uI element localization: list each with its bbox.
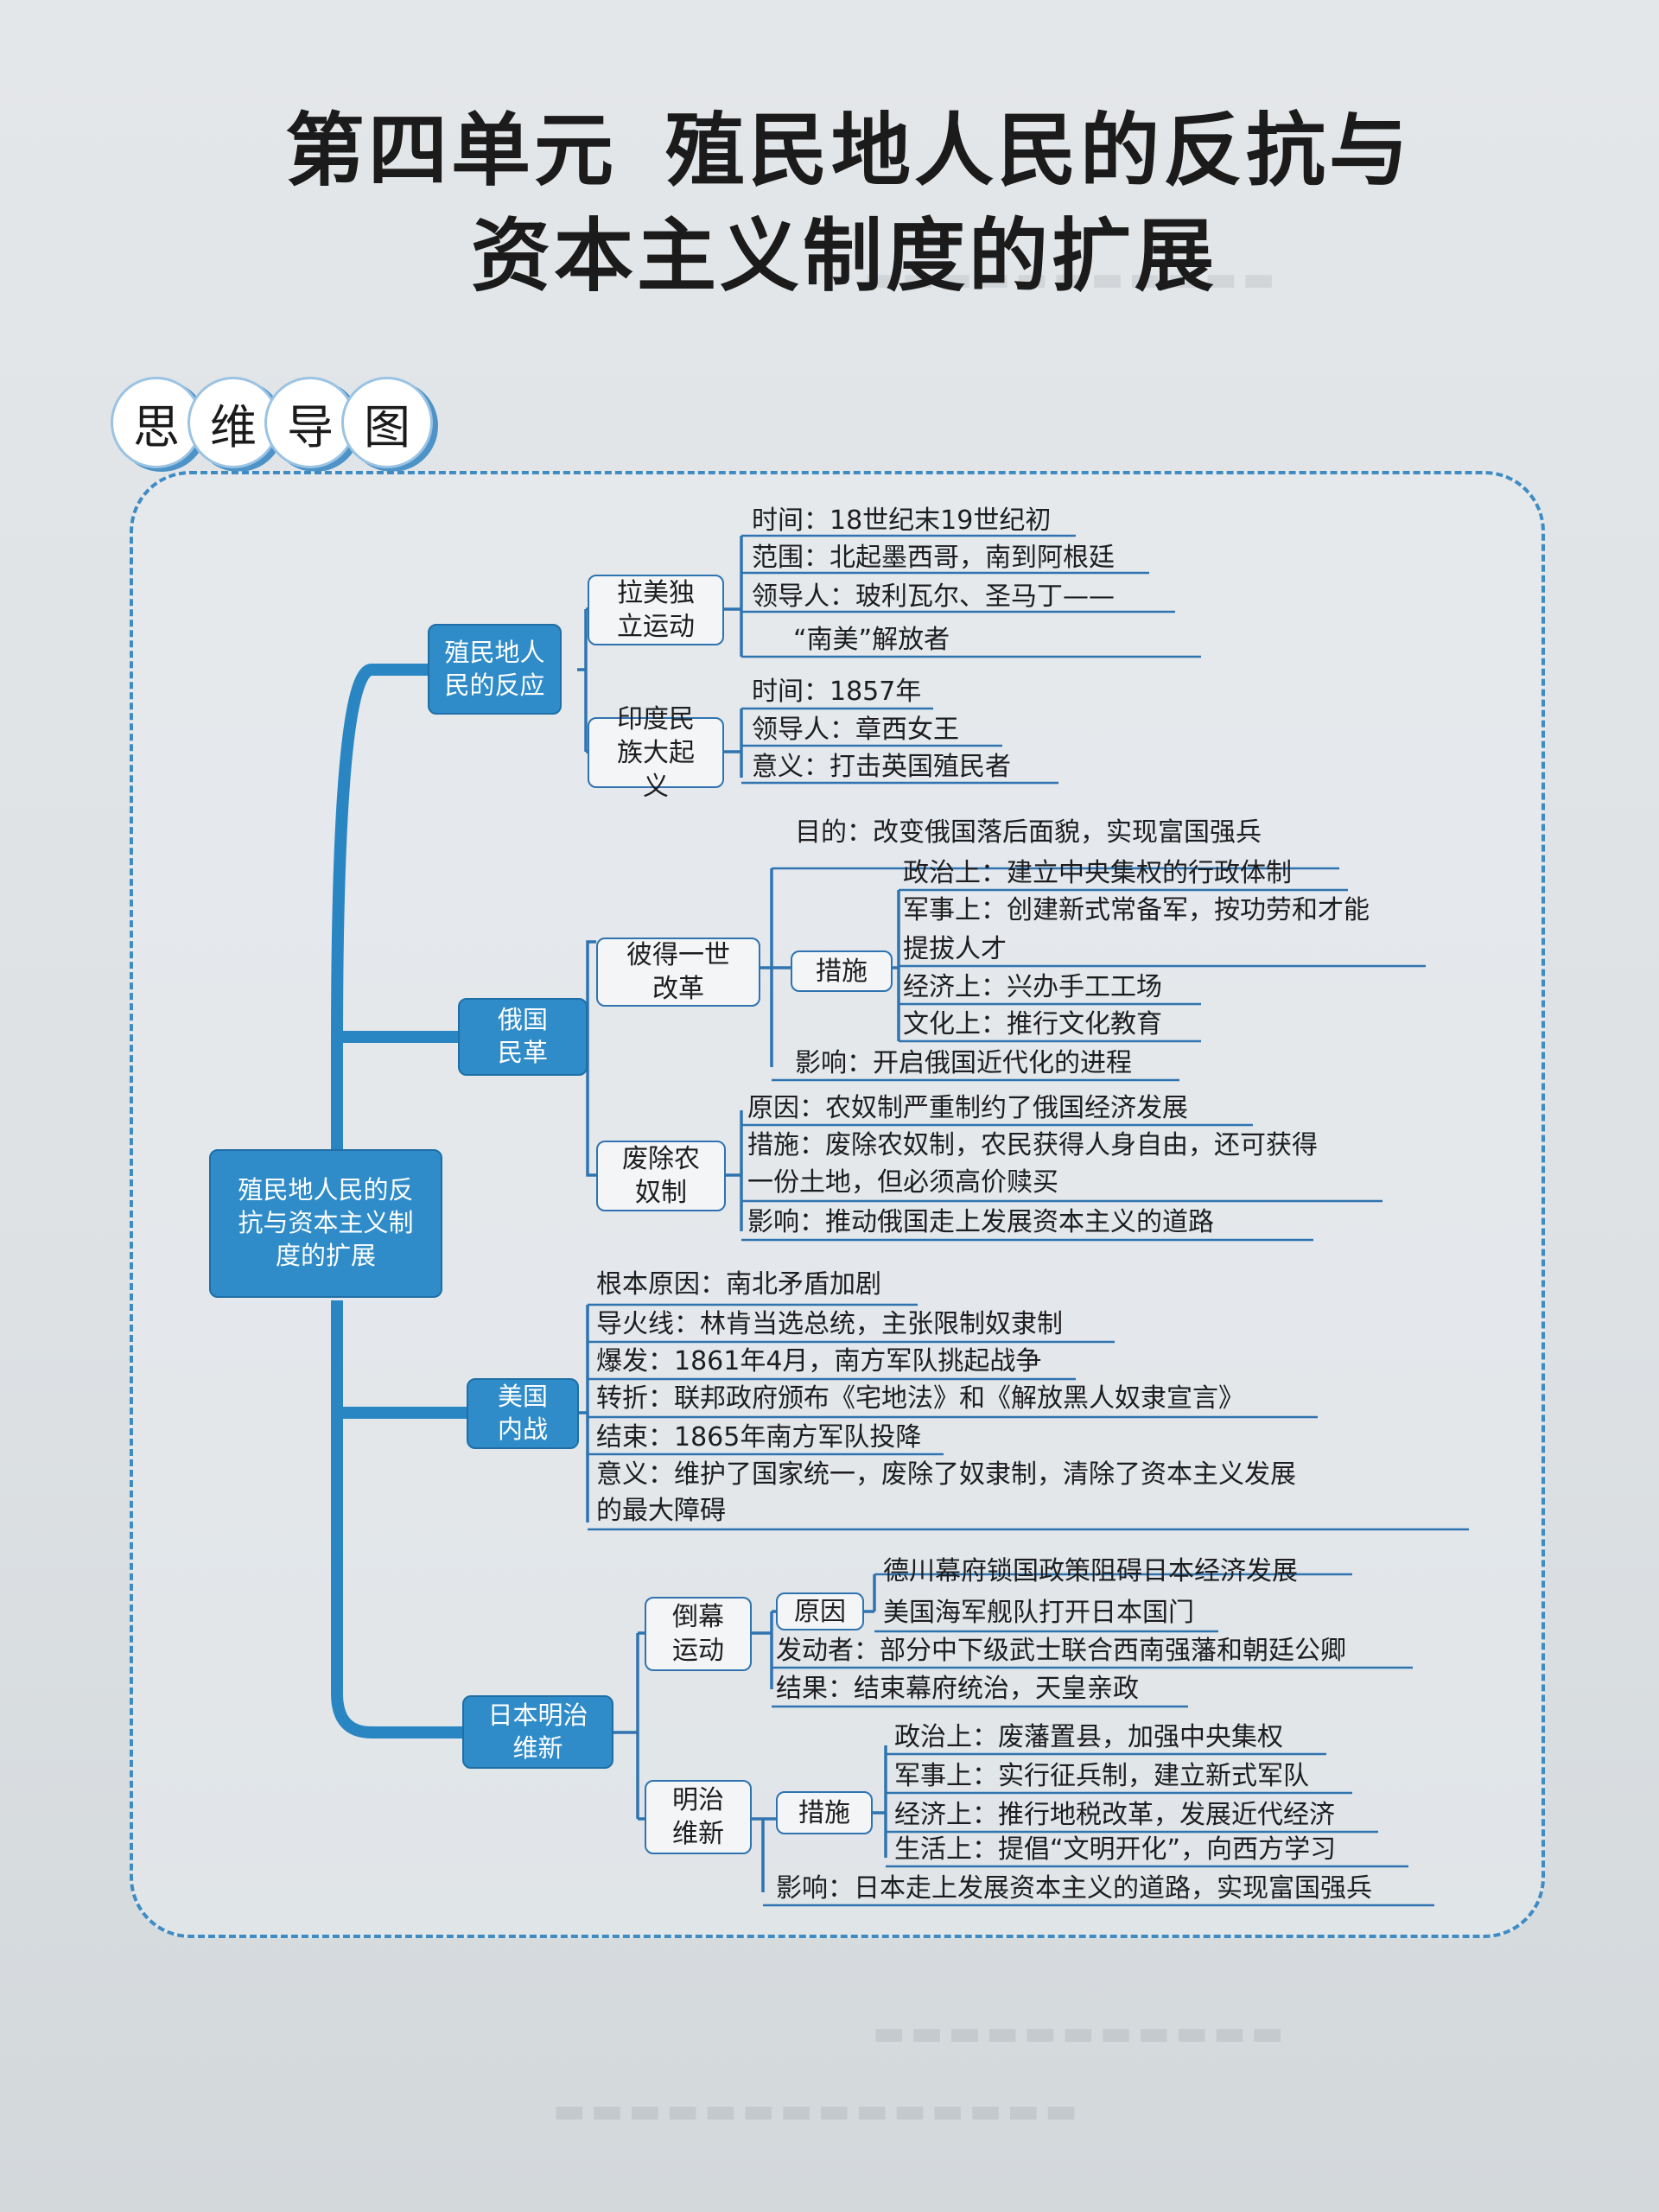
leaf-serfdom-measure-cont: 一份土地，但必须高价赎买 [747, 1167, 1058, 1198]
leaf-serfdom-measure: 措施：废除农奴制，农民获得人身自由，还可获得 [747, 1130, 1318, 1160]
leaf-meiji-life: 生活上：提倡“文明开化”，向西方学习 [894, 1834, 1337, 1865]
leaf-serfdom-reason: 原因：农奴制严重制约了俄国经济发展 [747, 1093, 1188, 1123]
leaf-civilwar-outbreak: 爆发：1861年4月，南方军队挑起战争 [596, 1346, 1042, 1376]
leaf-bakufu-cause-2: 美国海军舰队打开日本国门 [883, 1598, 1194, 1628]
bracket-connector [724, 536, 743, 657]
bracket-connector [760, 868, 773, 1067]
leaf-civilwar-end: 结束：1865年南方军队投降 [596, 1422, 922, 1452]
leaf-latam-leaders: 领导人：玻利瓦尔、圣马丁—— [752, 582, 1115, 612]
title-line-2: 资本主义制度的扩展 [471, 209, 1218, 302]
node-indian-uprising: 印度民族大起义 [588, 704, 724, 802]
trunk-connector [331, 1031, 458, 1123]
leaf-latam-time: 时间：18世纪末19世纪初 [752, 505, 1052, 536]
leaf-bakufu-cause-1: 德川幕府锁国政策阻碍日本经济发展 [883, 1556, 1298, 1586]
leaf-civilwar-meaning: 意义：维护了国家统一，废除了奴隶制，清除了资本主义发展 [596, 1459, 1296, 1490]
leaf-peter-military-cont: 提拔人才 [903, 934, 1007, 964]
bleed-through-texture: ▬▬▬▬▬▬▬▬▬▬▬ [864, 259, 1281, 299]
leaf-meiji-economic: 经济上：推行地税改革，发展近代经济 [894, 1800, 1335, 1830]
bracket-connector [752, 1611, 773, 1689]
node-overthrow-bakufu: 倒幕运动 [645, 1597, 752, 1671]
node-peter-reform: 彼得一世改革 [596, 938, 760, 1007]
unit-number: 第四单元 [285, 104, 618, 197]
bracket-connector [864, 1574, 876, 1613]
node-meiji-restoration: 日本明治维新 [462, 1695, 613, 1769]
bracket-connector [893, 890, 900, 1041]
leaf-latam-scope: 范围：北起墨西哥，南到阿根廷 [752, 543, 1115, 573]
trunk-connector [331, 1300, 467, 1419]
node-us-civil-war: 美国内战 [467, 1378, 579, 1449]
leaf-latam-leaders-cont: “南美”解放者 [793, 625, 950, 655]
trunk-connector [331, 1300, 462, 1738]
node-meiji-reform: 明治维新 [645, 1780, 752, 1854]
bracket-connector [873, 1745, 887, 1858]
leaf-india-time: 时间：1857年 [752, 677, 922, 707]
bracket-connector [586, 940, 596, 1177]
bracket-connector [579, 1305, 589, 1522]
leaf-meiji-military: 军事上：实行征兵制，建立新式军队 [894, 1761, 1309, 1791]
leaf-india-leader: 领导人：章西女王 [752, 715, 959, 745]
leaf-civilwar-root-cause: 根本原因：南北矛盾加剧 [596, 1269, 881, 1300]
bleed-through-texture: ▬▬▬▬▬▬▬▬▬▬▬ [873, 2013, 1289, 2053]
node-russian-reform: 俄国民革 [458, 998, 588, 1076]
root-node: 殖民地人民的反抗与资本主义制度的扩展 [209, 1149, 442, 1298]
bracket-connector [752, 1817, 776, 1892]
leaf-bakufu-initiators: 发动者：部分中下级武士联合西南强藩和朝廷公卿 [776, 1636, 1346, 1666]
leaf-peter-goal: 目的：改变俄国落后面貌，实现富国强兵 [795, 817, 1262, 848]
leaf-peter-cultural: 文化上：推行文化教育 [903, 1009, 1162, 1039]
bracket-connector [613, 1631, 645, 1821]
bracket-connector [726, 1110, 743, 1231]
trunk-connector [331, 664, 428, 1149]
title-line-1: 殖民地人民的反抗与 [665, 104, 1413, 197]
leaf-civilwar-fuse: 导火线：林肯当选总统，主张限制奴隶制 [596, 1309, 1063, 1339]
leaf-peter-military: 军事上：创建新式常备军，按功劳和才能 [903, 895, 1370, 925]
leaf-civilwar-meaning-cont: 的最大障碍 [596, 1496, 726, 1526]
leaf-bakufu-result: 结果：结束幕府统治，天皇亲政 [776, 1674, 1139, 1704]
leaf-meiji-political: 政治上：废藩置县，加强中央集权 [894, 1722, 1283, 1752]
leaf-serfdom-impact: 影响：推动俄国走上发展资本主义的道路 [747, 1207, 1214, 1237]
leaf-meiji-impact: 影响：日本走上发展资本主义的道路，实现富国强兵 [776, 1873, 1372, 1904]
node-latam-independence: 拉美独立运动 [588, 575, 724, 645]
node-bakufu-cause: 原因 [776, 1592, 864, 1630]
leaf-civilwar-turn: 转折：联邦政府颁布《宅地法》和《解放黑人奴隶宣言》 [596, 1383, 1244, 1414]
node-colonial-reaction: 殖民地人民的反应 [428, 624, 562, 715]
leaf-india-meaning: 意义：打击英国殖民者 [752, 752, 1011, 782]
section-badge: 导 [264, 377, 356, 468]
node-peter-measures: 措施 [791, 950, 893, 992]
section-badge: 图 [341, 377, 433, 468]
node-meiji-measures: 措施 [776, 1791, 873, 1834]
node-abolish-serfdom: 废除农奴制 [596, 1141, 726, 1211]
leaf-peter-impact: 影响：开启俄国近代化的进程 [795, 1048, 1132, 1078]
bracket-connector [577, 607, 588, 753]
bleed-through-texture: ▬▬▬▬▬▬▬▬▬▬▬▬▬▬ [553, 2091, 1084, 2131]
leaf-peter-economic: 经济上：兴办手工工场 [903, 972, 1162, 1002]
bracket-connector [724, 709, 743, 778]
leaf-peter-political: 政治上：建立中央集权的行政体制 [903, 858, 1292, 888]
